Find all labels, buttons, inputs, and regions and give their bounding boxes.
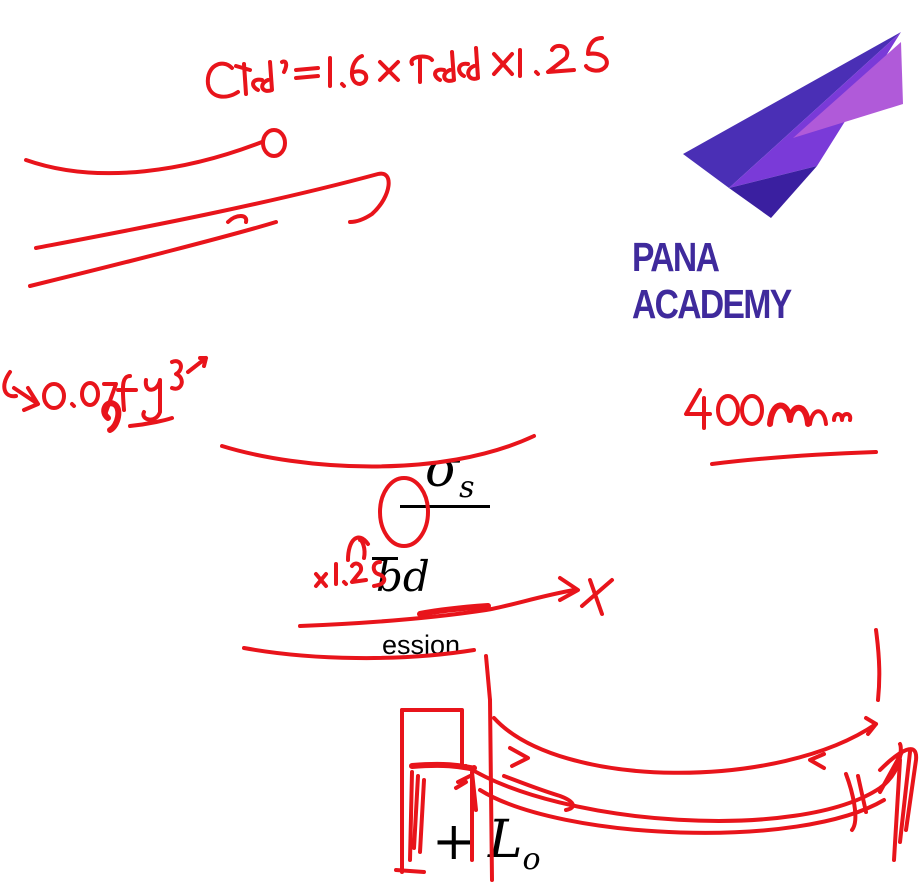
handwritten-x-1-25 — [314, 560, 387, 588]
sigma-s-symbol: σs — [425, 440, 475, 505]
handwritten-tau-bd-formula — [205, 36, 609, 99]
pana-academy-logo-icon — [683, 32, 903, 218]
sketch-bent-bar-top — [24, 128, 391, 288]
fraction-bar — [400, 505, 490, 508]
sketch-beam-support — [394, 628, 919, 882]
tau-symbol-fragment — [372, 557, 398, 560]
handwritten-400mm — [684, 388, 878, 466]
plus-sign: + — [432, 812, 476, 872]
handwritten-0-87-fy — [2, 356, 208, 433]
sketch-development-lines — [220, 434, 614, 661]
brand-name: PANA ACADEMY — [632, 234, 792, 327]
